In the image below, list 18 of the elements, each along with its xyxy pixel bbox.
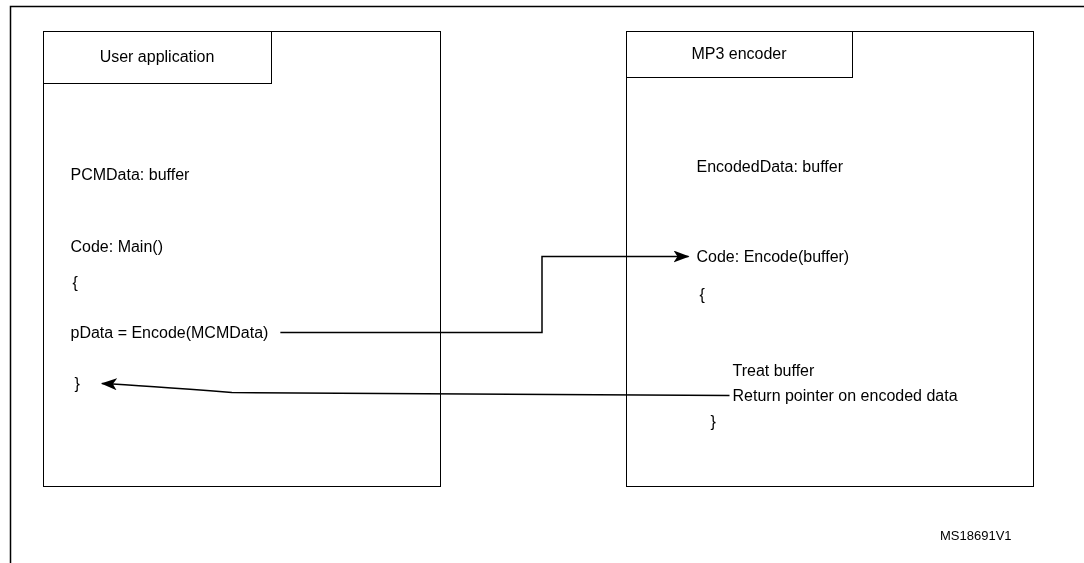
code-line: pData = Encode(MCMData) [70, 322, 269, 343]
code-line: } [74, 373, 80, 394]
panel-title: MP3 encoder [625, 30, 853, 78]
code-line: { [72, 272, 78, 293]
module-panel [43, 31, 441, 487]
code-line: EncodedData: buffer [696, 156, 843, 177]
code-line: Treat buffer [732, 360, 815, 381]
figure-id: MS18691V1 [940, 528, 1012, 543]
panel-title: User application [42, 30, 272, 84]
code-line: Code: Main() [70, 236, 163, 257]
arrow [100, 378, 731, 397]
code-line: Return pointer on encoded data [732, 385, 958, 406]
module-panel [626, 31, 1034, 487]
code-line: PCMData: buffer [70, 164, 190, 185]
arrow [279, 250, 690, 334]
code-line: } [710, 411, 716, 432]
code-line: Code: Encode(buffer) [696, 246, 850, 267]
code-line: { [699, 284, 705, 305]
